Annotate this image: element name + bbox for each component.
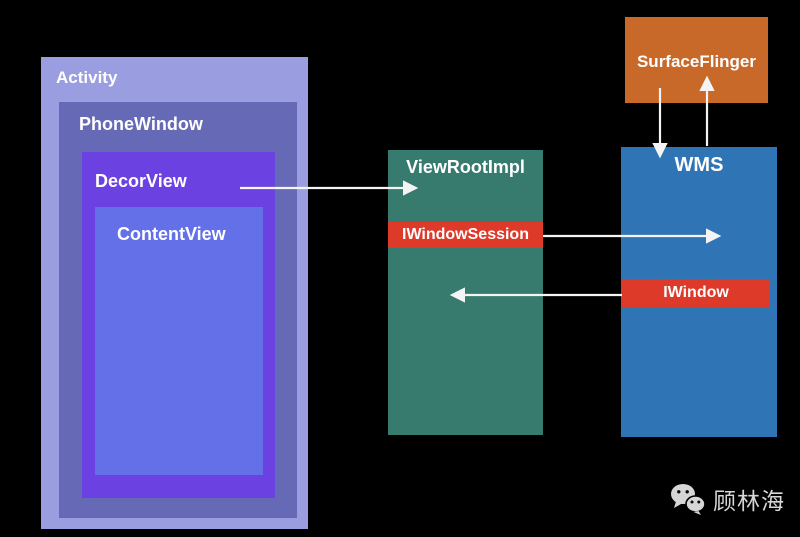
contentview-box: ContentView xyxy=(95,207,263,475)
activity-label: Activity xyxy=(56,68,118,87)
watermark-text: 顾林海 xyxy=(713,488,785,514)
iwindowsession-band: IWindowSession xyxy=(388,222,543,248)
surfaceflinger-box: SurfaceFlinger xyxy=(625,17,768,103)
watermark: 顾林海 xyxy=(670,482,785,516)
iwindow-label: IWindow xyxy=(663,284,729,301)
iwindow-band: IWindow xyxy=(622,279,770,307)
wms-label: WMS xyxy=(674,154,724,176)
viewrootimpl-box: ViewRootImpl xyxy=(388,150,543,435)
contentview-label: ContentView xyxy=(117,224,226,244)
iwindowsession-label: IWindowSession xyxy=(402,226,529,243)
viewrootimpl-label: ViewRootImpl xyxy=(406,157,525,177)
phonewindow-label: PhoneWindow xyxy=(79,114,203,134)
wechat-icon xyxy=(671,484,706,515)
surfaceflinger-label: SurfaceFlinger xyxy=(636,52,757,71)
decorview-label: DecorView xyxy=(95,171,187,191)
